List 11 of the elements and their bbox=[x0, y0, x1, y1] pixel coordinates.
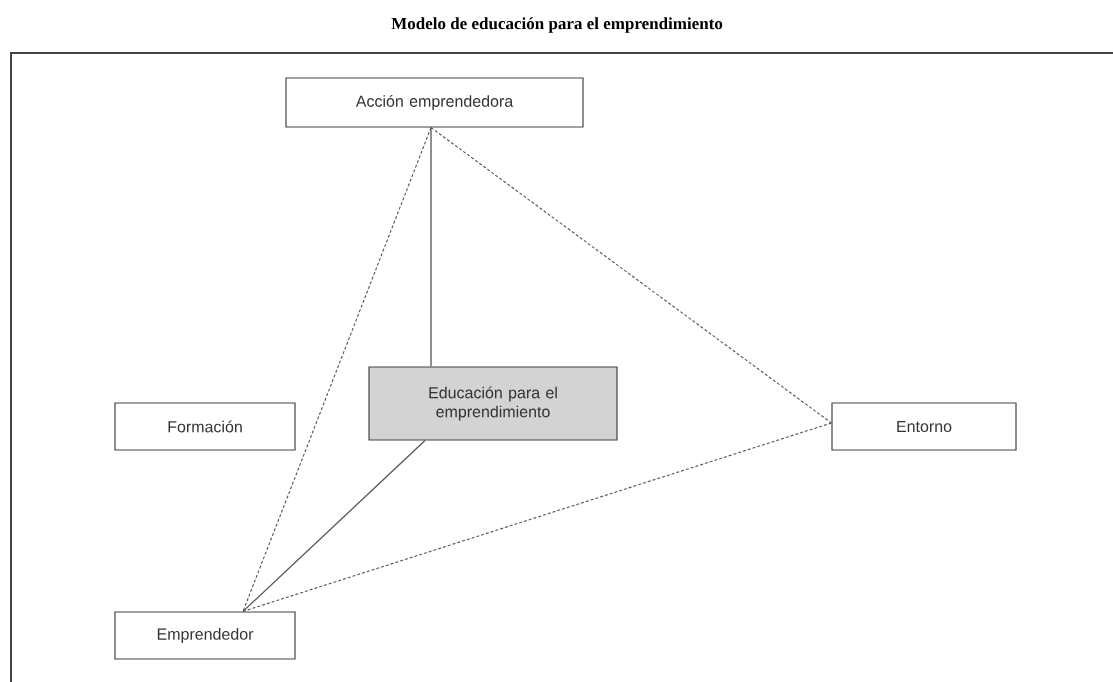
concept-box: Acción emprendedora bbox=[285, 77, 584, 128]
dashed-line bbox=[430, 127, 832, 424]
connector-line bbox=[430, 126, 432, 368]
dashed-line bbox=[242, 127, 432, 612]
concept-box: Formación bbox=[114, 402, 296, 451]
concept-box: Emprendedor bbox=[114, 611, 296, 660]
dashed-line bbox=[242, 422, 832, 612]
concept-box: Educación para el emprendimiento bbox=[368, 366, 618, 441]
title: Modelo de educación para el emprendimiento bbox=[391, 17, 723, 33]
connector-line bbox=[242, 439, 426, 613]
concept-box: Entorno bbox=[831, 402, 1017, 451]
